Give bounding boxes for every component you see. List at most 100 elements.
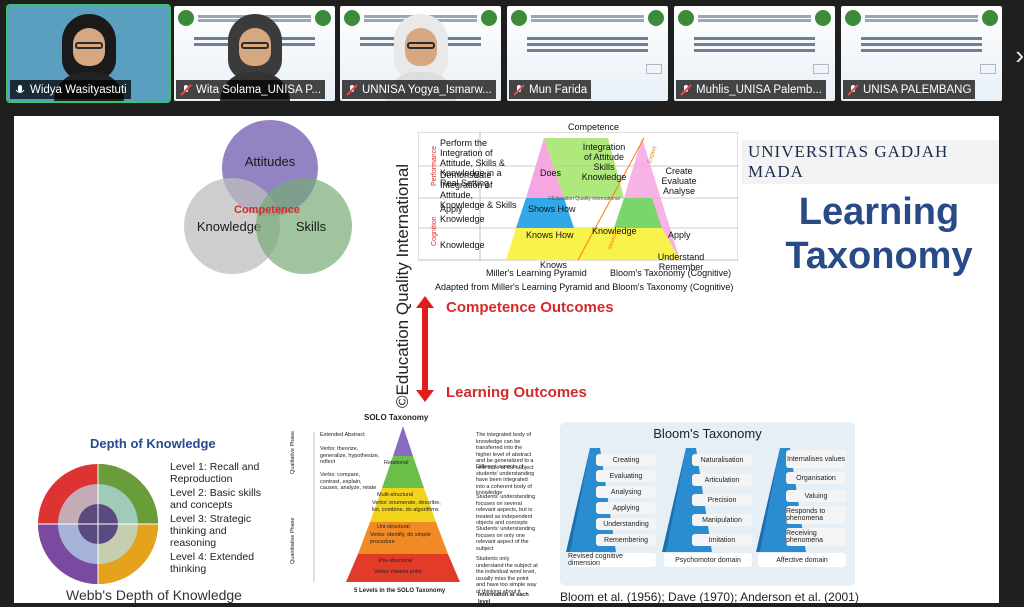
solo-verbs: Verbs: misses point xyxy=(374,569,422,575)
solo-level-label: Relational xyxy=(384,460,409,466)
miller-bloom-pyramid: Competence Perform the Integration of At… xyxy=(418,120,738,296)
bloom-level: Naturalisation xyxy=(692,454,752,466)
bloom-level: Valuing xyxy=(786,490,846,502)
bloom-affective-pyramid xyxy=(756,448,806,552)
pyramid-watermark: ©Education Quality International xyxy=(548,196,620,202)
bloom-domain-label: Affective domain xyxy=(758,553,846,567)
participant-tile[interactable]: Widya Wasityastuti xyxy=(6,4,171,103)
vertical-watermark: ©Education Quality International xyxy=(393,163,412,408)
solo-verbs: Verbs: identify, do simple procedure xyxy=(370,532,431,545)
next-participants-button[interactable]: › xyxy=(1015,40,1024,70)
participant-tile[interactable]: Mun Farida xyxy=(507,6,668,101)
solo-phase-label: Qualitative Phase xyxy=(290,430,296,474)
bloom-level: Organisation xyxy=(786,472,846,484)
pyramid-side-label: Cognition xyxy=(431,216,438,246)
solo-level-label: Extended Abstract xyxy=(320,432,365,438)
participant-nameplate: UNNISA Yogya_Ismarw... xyxy=(342,80,496,99)
miller-level-label: Shows How xyxy=(528,204,576,214)
pyramid-row-label: Knowledge xyxy=(440,240,485,250)
solo-level-label: Pre-structural xyxy=(379,558,413,564)
slide-title: Learning Taxonomy xyxy=(785,191,973,277)
pyramid-row-label: Perform the Integration of Attitude, Ski… xyxy=(440,138,506,188)
participant-tile[interactable]: Muhlis_UNISA Palemb... xyxy=(674,6,835,101)
dok-wheel-graphic xyxy=(38,464,158,584)
bloom-taxonomy-panel: Bloom's Taxonomy Creating Evaluating Ana… xyxy=(560,422,855,586)
bloom-cognitive-column: Creating Evaluating Analysing Applying U… xyxy=(566,448,662,568)
solo-title: SOLO Taxonomy xyxy=(364,413,429,422)
bloom-psychomotor-pyramid xyxy=(662,448,712,552)
solo-verbs: Verbs: enumerate, describe, list, combin… xyxy=(372,500,441,513)
solo-verbs: Verbs: theorize, generalize, hypothesize… xyxy=(320,446,380,465)
muted-mic-icon xyxy=(847,83,859,96)
participant-nameplate: Muhlis_UNISA Palemb... xyxy=(676,80,826,99)
dok-level: Level 1: Recall and Reproduction xyxy=(170,461,260,485)
dok-level: Level 4: Extended thinking xyxy=(170,551,255,575)
bloom-level: Internalises values xyxy=(786,450,846,468)
miller-level-label: Knows xyxy=(540,260,568,270)
solo-description: The integrated body of knowledge can be … xyxy=(476,432,534,471)
solo-description: Students only understand the subject at … xyxy=(476,556,538,595)
participant-name: Mun Farida xyxy=(529,83,588,96)
bloom-level: Understanding xyxy=(596,518,656,530)
bloom-panel-title: Bloom's Taxonomy xyxy=(653,426,762,441)
pyramid-side-label: Performance xyxy=(431,145,438,186)
bloom-level: Creating xyxy=(596,454,656,466)
participant-tile[interactable]: UNISA PALEMBANG xyxy=(841,6,1002,101)
solo-level-label: Multi-structural xyxy=(377,492,414,498)
participant-name: Muhlis_UNISA Palemb... xyxy=(696,83,822,96)
bloom-domain-label: Revised cognitive dimension xyxy=(568,553,656,567)
double-arrow-icon xyxy=(416,296,434,402)
miller-level-label: Does xyxy=(540,168,562,178)
participant-nameplate: UNISA PALEMBANG xyxy=(843,80,976,99)
bloom-level-label: Apply xyxy=(668,230,691,240)
solo-pyramid-graphic xyxy=(313,426,460,582)
shared-slide: Attitudes Knowledge Skills Competence Co… xyxy=(14,116,999,603)
pyramid-graphic xyxy=(418,132,738,261)
learning-outcomes-label: Learning Outcomes xyxy=(446,384,587,401)
university-logo-text: UNIVERSITAS GADJAH MADA xyxy=(742,140,999,184)
solo-phase-label: Quantitative Phase xyxy=(290,517,296,564)
competence-venn-diagram: Attitudes Knowledge Skills Competence xyxy=(184,120,354,280)
bloom-level: Articulation xyxy=(692,474,752,486)
bloom-caption: Bloom's Taxonomy (Cognitive) xyxy=(610,268,732,278)
pyramid-row-label: Demonstrate Integration of Attitude, Kno… xyxy=(440,170,517,210)
participant-tile[interactable]: UNNISA Yogya_Ismarw... xyxy=(340,6,501,101)
participant-nameplate: Widya Wasityastuti xyxy=(10,80,131,99)
miller-level-label: Knows How xyxy=(526,230,574,240)
bloom-level: Receiving phenomena xyxy=(786,528,846,546)
muted-mic-icon xyxy=(346,83,358,96)
dok-level: Level 3: Strategic thinking and reasonin… xyxy=(170,513,252,549)
pyramid-row-label: Apply Knowledge xyxy=(440,204,485,224)
miller-caption: Miller's Learning Pyramid xyxy=(486,268,587,278)
bloom-level: Precision xyxy=(692,494,752,506)
bloom-level: Analysing xyxy=(596,486,656,498)
participant-nameplate: Wita Solama_UNISA P... xyxy=(176,80,326,99)
participant-name: Wita Solama_UNISA P... xyxy=(196,83,322,96)
bloom-level-label: Understand Remember xyxy=(657,252,705,272)
bloom-affective-column: Internalises values Organisation Valuing… xyxy=(756,448,852,568)
solo-caption: 5 Levels in the SOLO Taxonomy xyxy=(354,588,446,594)
muted-mic-icon xyxy=(680,83,692,96)
bloom-level: Imitation xyxy=(692,534,752,546)
dok-caption: Webb's Depth of Knowledge xyxy=(66,587,242,603)
dok-levels: Level 1: Recall and Reproduction Level 2… xyxy=(170,461,266,577)
dok-title: Depth of Knowledge xyxy=(90,436,216,451)
bloom-level: Applying xyxy=(596,502,656,514)
muted-mic-icon xyxy=(180,83,192,96)
mic-icon xyxy=(14,84,26,96)
bloom-level: Manipulation xyxy=(692,514,752,526)
participant-nameplate: Mun Farida xyxy=(509,80,592,99)
solo-description: Students' understanding focuses on only … xyxy=(476,526,536,552)
pyramid-source: Adapted from Miller's Learning Pyramid a… xyxy=(435,282,734,292)
bloom-level-label: Create Evaluate Analyse xyxy=(661,166,697,196)
participant-strip: Widya Wasityastuti Wita Solama_UNISA P..… xyxy=(0,0,1024,104)
pyramid-title: Competence xyxy=(568,122,620,132)
bloom-level: Responds to phenomena xyxy=(786,506,846,524)
participant-tile[interactable]: Wita Solama_UNISA P... xyxy=(174,6,335,101)
bloom-citation: Bloom et al. (1956); Dave (1970); Anders… xyxy=(560,590,859,603)
venn-circle-skills: Skills xyxy=(256,178,352,274)
venn-center-label: Competence xyxy=(234,204,301,216)
pyramid-center-label: Integration of Attitude Skills Knowledge xyxy=(581,142,627,182)
bloom-level: Remembering xyxy=(596,534,656,546)
solo-description: Students' understanding focuses on sever… xyxy=(476,494,536,526)
